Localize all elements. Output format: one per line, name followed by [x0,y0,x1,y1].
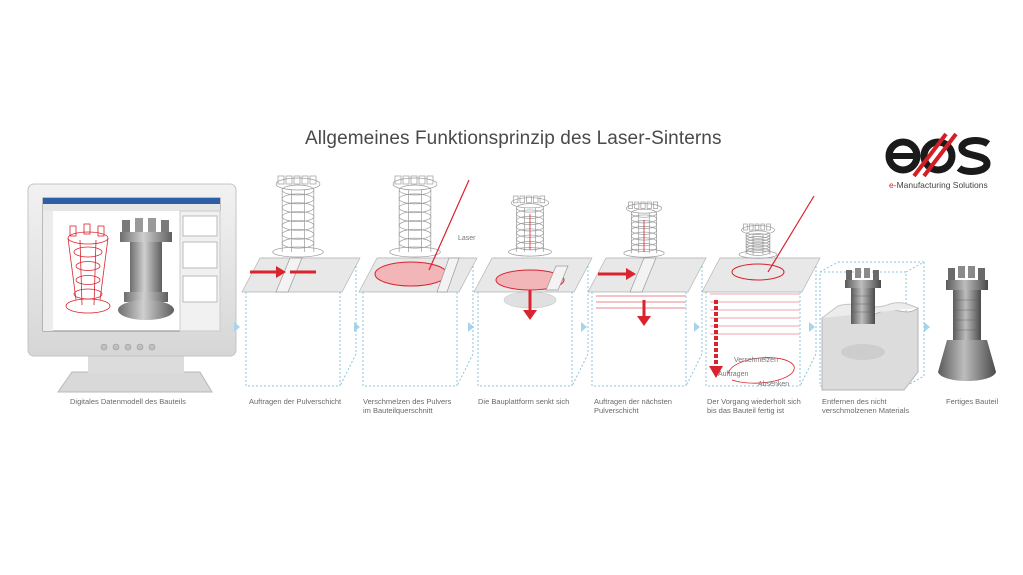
arrow-head [626,268,636,280]
process-step-3 [358,175,478,387]
flow-arrows [234,322,930,332]
build-chamber [241,257,361,387]
caption-step-2: Auftragen der Pulverschicht [249,397,341,406]
diagram-title: Allgemeines Funktionsprinzip des Laser-S… [305,128,722,149]
caption-line: Digitales Datenmodell des Bauteils [70,397,186,406]
recoater-blade [275,257,303,293]
tagline-text: Manufacturing Solutions [896,180,988,190]
eos-logo [885,132,991,178]
logo-tagline: e-Manufacturing Solutions [889,180,988,190]
caption-line: Pulverschicht [594,406,639,415]
laser-label: Laser [458,235,476,242]
process-step-2 [241,175,361,387]
caption-step-4: Die Bauplattform senkt sich [478,397,569,406]
caption-line: Fertiges Bauteil [946,397,999,406]
cycle-loop [727,357,795,384]
arrow-head [709,366,723,378]
recoater-blade [436,257,460,293]
caption-line: Der Vorgang wiederholt sich [707,397,801,406]
wireframe-tower [389,175,441,258]
powder-bed [701,257,821,293]
laser-beam [428,179,470,271]
recoater-blade [545,265,569,291]
process-steps [241,175,821,387]
caption-line: verschmolzenen Materials [822,406,910,415]
verschmelzen-label: Verschmelzen [734,357,778,364]
fused-section [374,261,448,287]
step-removal [819,261,925,391]
caption-line: Entfernen des nicht [822,397,887,406]
build-chamber [701,257,821,387]
caption-line: im Bauteilquerschnitt [363,406,433,415]
wireframe-tower [272,175,324,258]
wireframe-tower [738,223,778,259]
caption-line: Auftragen der nächsten [594,397,672,406]
monitor [27,183,237,393]
arrow-head [523,310,537,320]
absenken-label: Absenken [758,381,790,388]
caption-line: Auftragen der Pulverschicht [249,397,342,406]
process-step-4 [473,195,593,387]
caption-line: Die Bauplattform senkt sich [478,397,570,406]
tagline-prefix: e- [889,180,897,190]
arrow-head [276,266,286,278]
finished-part [938,266,996,381]
caption-step-1: Digitales Datenmodell des Bauteils [70,397,186,406]
laser-beam [767,195,815,273]
powder-bed [241,257,361,293]
process-step-6 [701,195,821,387]
caption-line: Verschmelzen des Pulvers [363,397,452,406]
arrow-head [637,316,651,326]
caption-line: bis das Bauteil fertig ist [707,406,785,415]
caption-step-8: Fertiges Bauteil [946,397,998,406]
auftragen-label: Auftragen [718,371,749,378]
recoater-blade [629,257,657,293]
fused-section [731,263,785,281]
process-step-5 [587,201,707,387]
